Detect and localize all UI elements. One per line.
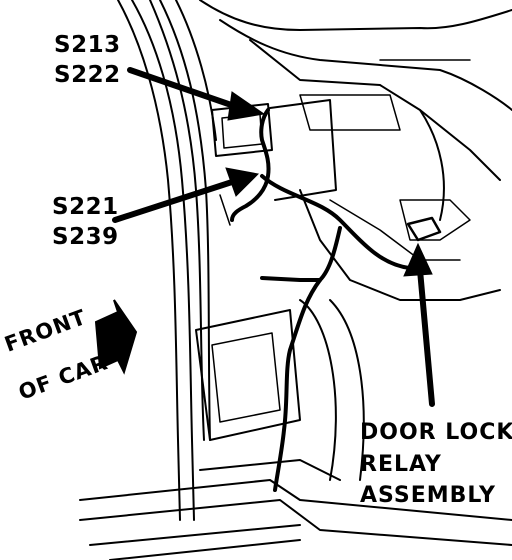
callout-arrow-upper-splice xyxy=(127,67,266,121)
relay-label-line-2: RELAY xyxy=(360,452,442,477)
splice-label-s221: S221 xyxy=(52,194,119,220)
splice-label-s213: S213 xyxy=(54,32,121,58)
upper-panel xyxy=(199,0,512,221)
callout-arrow-lower-splice xyxy=(112,167,260,223)
callout-arrow-relay xyxy=(403,242,435,407)
relay-label-line-3: ASSEMBLY xyxy=(360,483,496,508)
lower-panel xyxy=(79,299,512,560)
wiring-harness xyxy=(230,108,420,492)
relay-bracket xyxy=(406,216,442,242)
relay-label-line-1: DOOR LOCK xyxy=(360,420,512,445)
splice-label-s222: S222 xyxy=(54,62,121,88)
front-of-car-arrow xyxy=(94,299,138,375)
splice-label-s239: S239 xyxy=(52,224,119,250)
door-pillar xyxy=(117,0,217,521)
